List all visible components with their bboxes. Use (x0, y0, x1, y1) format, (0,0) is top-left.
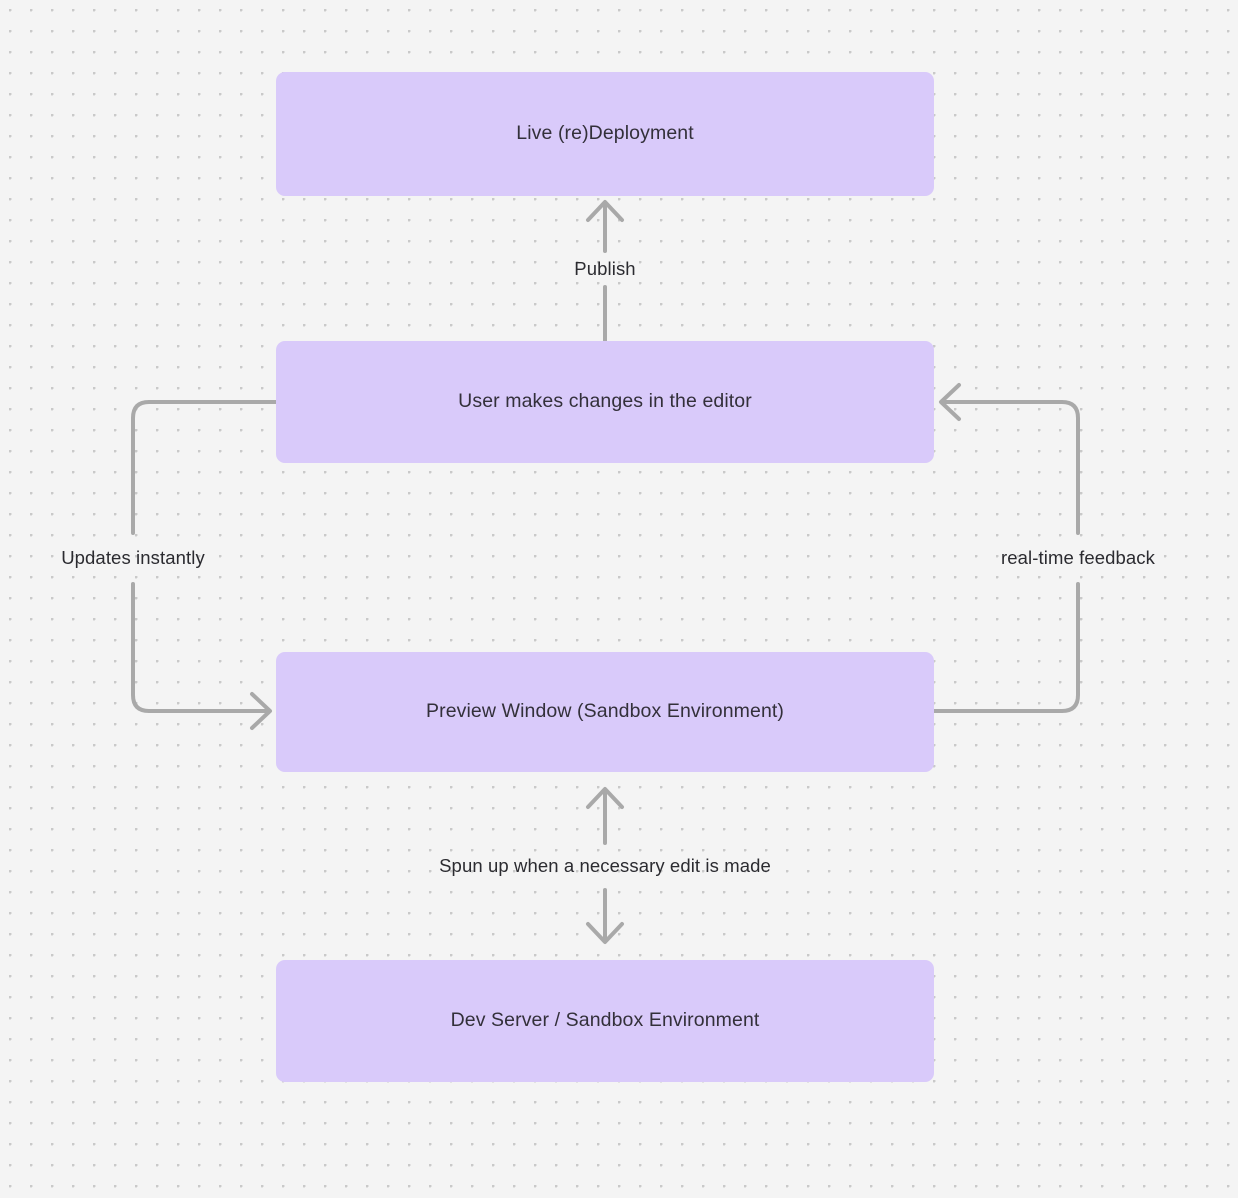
node-user-makes-changes-in-the-editor[interactable]: User makes changes in the editor (276, 341, 934, 463)
edge-publish-arrowhead (586, 200, 624, 222)
edge-updates-line-lower (131, 582, 271, 713)
node-preview-window-sandbox-environment-label: Preview Window (Sandbox Environment) (426, 700, 784, 723)
edge-spunup-arrowhead-up (586, 787, 624, 809)
node-live-redeployment[interactable]: Live (re)Deployment (276, 72, 934, 196)
edge-label-updates-instantly: Updates instantly (61, 546, 205, 568)
edge-updates-arrowhead (250, 692, 272, 730)
edge-updates-line-upper (131, 400, 278, 535)
node-dev-server-sandbox-environment[interactable]: Dev Server / Sandbox Environment (276, 960, 934, 1082)
node-live-redeployment-label: Live (re)Deployment (516, 122, 694, 145)
edge-realtime-line-lower (932, 582, 1080, 713)
edge-label-real-time-feedback: real-time feedback (1001, 546, 1155, 568)
node-user-makes-changes-in-the-editor-label: User makes changes in the editor (458, 390, 752, 413)
edge-label-publish: Publish (574, 257, 636, 279)
edge-label-spun-up-when-a-necessary-edit-is-made: Spun up when a necessary edit is made (439, 854, 771, 876)
node-dev-server-sandbox-environment-label: Dev Server / Sandbox Environment (450, 1009, 760, 1032)
edge-spunup-arrowhead-down (586, 922, 624, 944)
edge-realtime-arrowhead (939, 383, 961, 421)
edge-realtime-line-upper (940, 400, 1080, 535)
node-preview-window-sandbox-environment[interactable]: Preview Window (Sandbox Environment) (276, 652, 934, 772)
